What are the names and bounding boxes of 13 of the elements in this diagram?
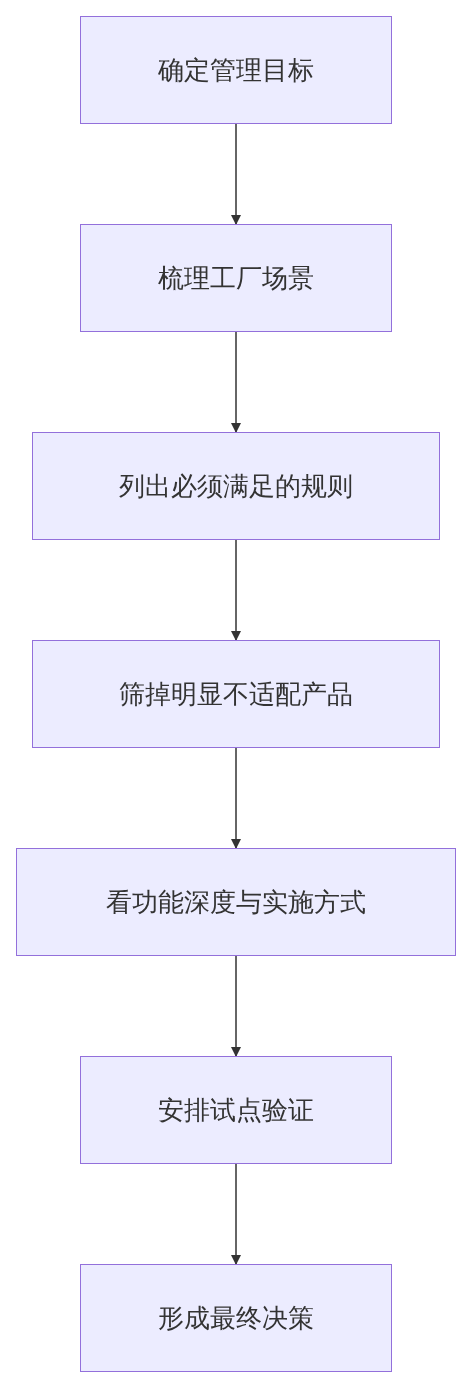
process-box: 筛掉明显不适配产品 [32,640,440,748]
arrow [231,747,241,849]
process-box: 形成最终决策 [80,1264,392,1372]
process-box: 确定管理目标 [80,16,392,124]
process-box: 梳理工厂场景 [80,224,392,332]
process-box: 看功能深度与实施方式 [16,848,456,956]
arrow [231,955,241,1057]
arrow [231,1163,241,1265]
process-box: 安排试点验证 [80,1056,392,1164]
arrow [231,331,241,433]
process-box: 列出必须满足的规则 [32,432,440,540]
arrow [231,123,241,225]
arrow [231,539,241,641]
